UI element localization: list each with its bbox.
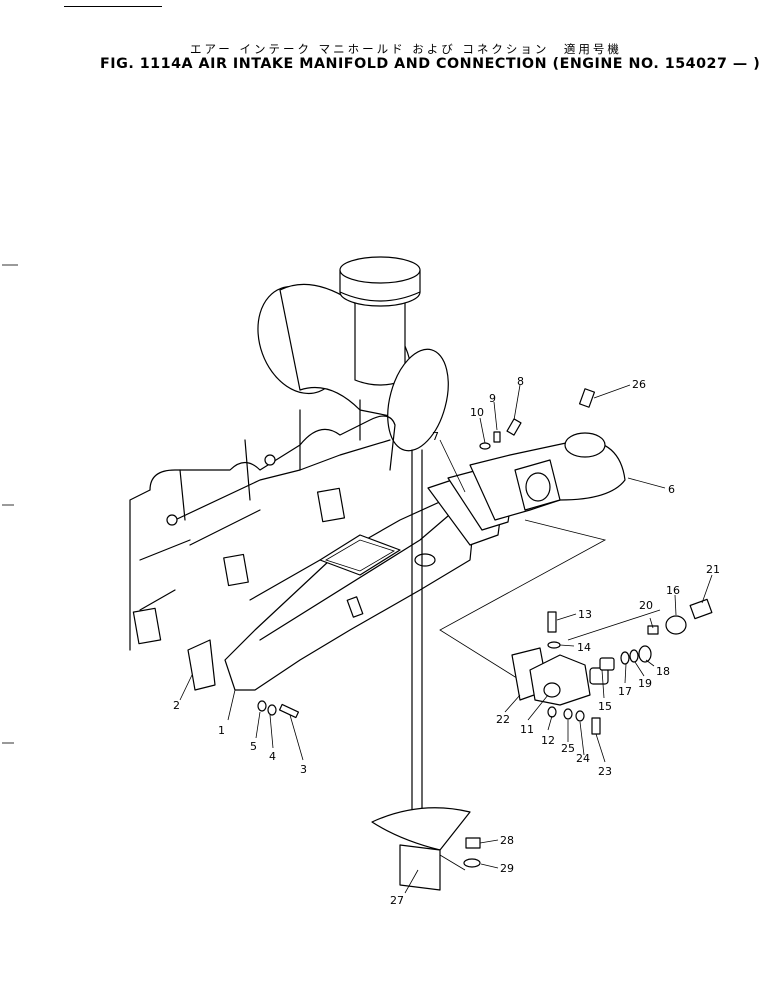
callout-10: 10: [470, 406, 484, 419]
callout-23: 23: [598, 765, 612, 778]
callout-4: 4: [269, 750, 276, 763]
callout-3: 3: [300, 763, 307, 776]
vertical-pipe: [411, 449, 423, 821]
callout-13: 13: [578, 608, 592, 621]
callout-labels: 1 2 3 4 5 6 7 8 9 10 11 12 13 14 15 16 1…: [173, 375, 720, 907]
leader-lines: [439, 519, 661, 681]
callout-19: 19: [638, 677, 652, 690]
callout-9: 9: [489, 392, 496, 405]
elbow-6: [469, 432, 626, 521]
callout-6: 6: [668, 483, 675, 496]
callout-22: 22: [496, 713, 510, 726]
margin-ticks: [2, 264, 18, 744]
callout-1: 1: [218, 724, 225, 737]
callout-25: 25: [561, 742, 575, 755]
japanese-title: エアー インテーク マニホールド および コネクション 適用号機: [190, 42, 622, 56]
callout-2: 2: [173, 699, 180, 712]
figure-title: FIG. 1114A AIR INTAKE MANIFOLD AND CONNE…: [100, 56, 760, 72]
bracket-27: [371, 807, 471, 891]
callout-leaders: [179, 384, 713, 894]
engine-head: [129, 399, 396, 651]
callout-27: 27: [390, 894, 404, 907]
callout-15: 15: [598, 700, 612, 713]
air-cleaner-assembly: [257, 256, 449, 452]
callout-26: 26: [632, 378, 646, 391]
callout-28: 28: [500, 834, 514, 847]
callout-12: 12: [541, 734, 555, 747]
callout-8: 8: [517, 375, 524, 388]
gasket-2: [187, 639, 216, 691]
callout-11: 11: [520, 723, 534, 736]
callout-14: 14: [577, 641, 591, 654]
exploded-diagram: 1 2 3 4 5 6 7 8 9 10 11 12 13 14 15 16 1…: [2, 256, 720, 907]
callout-29: 29: [500, 862, 514, 875]
callout-5: 5: [250, 740, 257, 753]
callout-18: 18: [656, 665, 670, 678]
top-rule: [64, 6, 162, 7]
callout-17: 17: [618, 685, 632, 698]
parts-diagram-page: エアー インテーク マニホールド および コネクション 適用号機 FIG. 11…: [2, 6, 760, 907]
callout-16: 16: [666, 584, 680, 597]
callout-7: 7: [432, 430, 439, 443]
water-connection: [511, 647, 609, 706]
callout-20: 20: [639, 599, 653, 612]
callout-24: 24: [576, 752, 590, 765]
callout-21: 21: [706, 563, 720, 576]
